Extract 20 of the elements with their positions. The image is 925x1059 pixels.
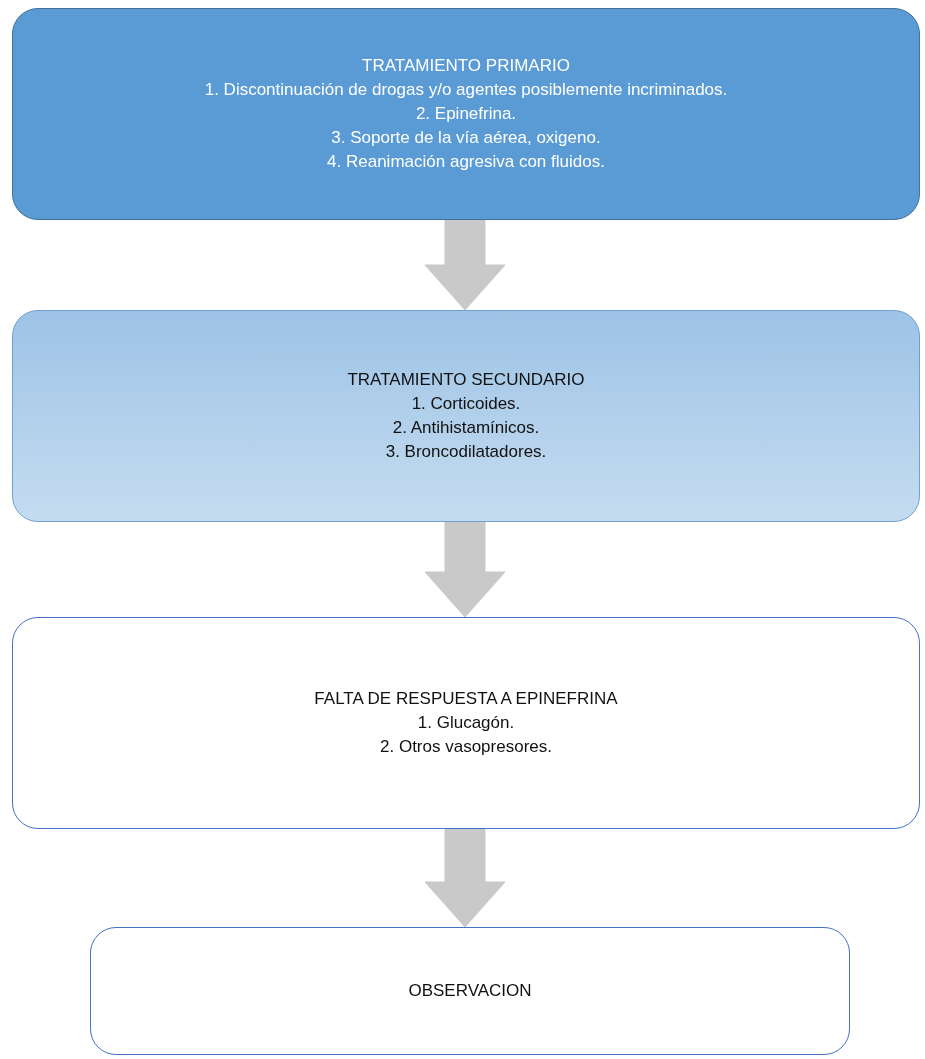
block-arrow	[424, 521, 506, 618]
process-box	[12, 617, 920, 829]
list-item: 1. Glucagón.	[417, 712, 515, 734]
list-item: 4. Reanimación agresiva con fluidos.	[327, 151, 605, 173]
list-item: 2. Epinefrina.	[415, 103, 517, 125]
block-arrow	[424, 219, 506, 311]
list-item: 2. Antihistamínicos.	[392, 417, 540, 439]
process-box	[12, 8, 920, 220]
process-box	[12, 310, 920, 522]
list-item: 1. Corticoides.	[411, 393, 521, 415]
process-box	[90, 927, 850, 1055]
block-arrow	[424, 828, 506, 928]
box-heading: OBSERVACION	[408, 980, 532, 1002]
box-heading: FALTA DE RESPUESTA A EPINEFRINA	[314, 688, 618, 710]
list-item: 1. Discontinuación de drogas y/o agentes posiblemente incriminados.	[204, 79, 728, 101]
box-heading: TRATAMIENTO PRIMARIO	[362, 55, 570, 77]
box-heading: TRATAMIENTO SECUNDARIO	[347, 369, 585, 391]
list-item: 3. Broncodilatadores.	[385, 441, 547, 463]
list-item: 3. Soporte de la vía aérea, oxigeno.	[331, 127, 601, 149]
list-item: 2. Otros vasopresores.	[380, 736, 552, 758]
